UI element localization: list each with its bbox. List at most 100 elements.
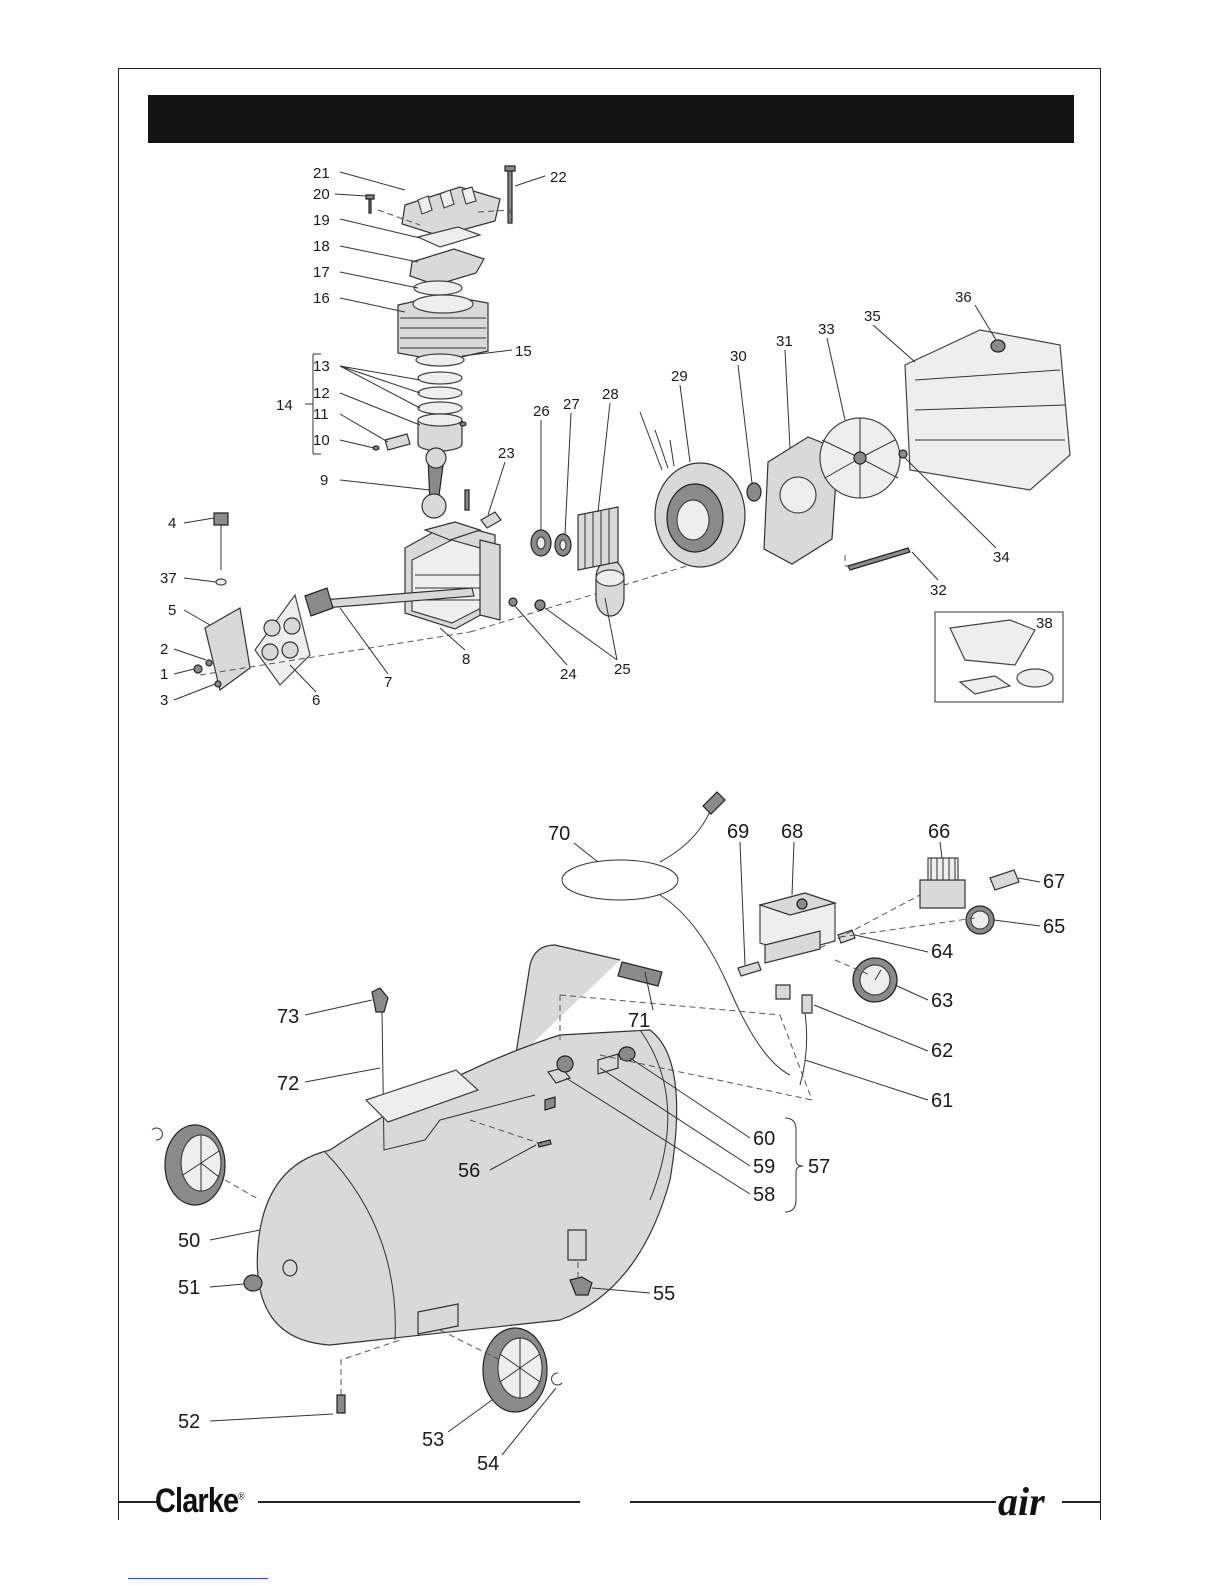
part-dipstick bbox=[214, 513, 228, 525]
label-17: 17 bbox=[313, 264, 330, 281]
switch-knob bbox=[797, 899, 807, 909]
part-end-gasket bbox=[255, 595, 310, 685]
part-screw bbox=[215, 681, 221, 687]
part-rotor bbox=[578, 507, 618, 570]
part-tank-plug bbox=[244, 1275, 262, 1291]
tank-boss bbox=[283, 1260, 297, 1276]
part-capacitor bbox=[596, 560, 624, 616]
label-34: 34 bbox=[993, 549, 1010, 566]
part-cap bbox=[991, 340, 1005, 352]
part-elbow bbox=[372, 988, 388, 1012]
label-13: 13 bbox=[313, 358, 330, 375]
label-67: 67 bbox=[1043, 871, 1065, 893]
label-15: 15 bbox=[515, 343, 532, 360]
clarke-logo: Clarke® bbox=[155, 1482, 244, 1521]
label-28: 28 bbox=[602, 386, 619, 403]
part-rear-bearing bbox=[747, 483, 761, 501]
label-6: 6 bbox=[312, 692, 320, 709]
part-washer bbox=[206, 660, 212, 666]
label-33: 33 bbox=[818, 321, 835, 338]
label-24: 24 bbox=[560, 666, 577, 683]
label-16: 16 bbox=[313, 290, 330, 307]
fan-hub bbox=[854, 452, 866, 464]
label-20: 20 bbox=[313, 186, 330, 203]
gasket-hole bbox=[284, 618, 300, 634]
label-9: 9 bbox=[320, 472, 328, 489]
crankcase-flange bbox=[480, 540, 500, 620]
part-piston-ring bbox=[418, 402, 462, 414]
label-70: 70 bbox=[548, 823, 570, 845]
label-14: 14 bbox=[276, 397, 293, 414]
gasket-set-ring bbox=[1017, 669, 1053, 687]
label-4: 4 bbox=[168, 515, 176, 532]
label-61: 61 bbox=[931, 1090, 953, 1112]
footer-rule-center-right bbox=[630, 1501, 996, 1503]
label-32: 32 bbox=[930, 582, 947, 599]
part-handle-grip bbox=[618, 962, 662, 986]
gasket-hole bbox=[282, 642, 298, 658]
part-valve-body bbox=[557, 1056, 573, 1072]
crank-web bbox=[305, 588, 333, 616]
part-power-cord bbox=[562, 860, 678, 900]
part-gasket bbox=[414, 281, 462, 295]
part-cylinder-o-ring bbox=[416, 354, 464, 366]
part-screw bbox=[465, 490, 469, 510]
label-58: 58 bbox=[753, 1184, 775, 1206]
part-piston-ring bbox=[418, 387, 462, 399]
label-31: 31 bbox=[776, 333, 793, 350]
footer-rule-center-left bbox=[258, 1501, 580, 1503]
gasket-hole bbox=[264, 620, 280, 636]
label-27: 27 bbox=[563, 396, 580, 413]
part-breather bbox=[481, 512, 501, 528]
part-cord-clamp bbox=[776, 985, 790, 999]
part-o-ring bbox=[216, 579, 226, 585]
piston-top bbox=[418, 414, 462, 426]
stator-bore bbox=[677, 500, 709, 540]
part-coupling bbox=[990, 870, 1019, 890]
bottom-link-underline[interactable] bbox=[128, 1578, 268, 1579]
part-regulator bbox=[920, 880, 965, 908]
tank-assembly bbox=[152, 792, 1019, 1413]
air-logo: air bbox=[998, 1478, 1045, 1525]
label-38: 38 bbox=[1036, 615, 1053, 632]
part-wheel-clip bbox=[552, 1373, 562, 1385]
label-29: 29 bbox=[671, 368, 688, 385]
label-51: 51 bbox=[178, 1277, 200, 1299]
label-57: 57 bbox=[808, 1156, 830, 1178]
label-60: 60 bbox=[753, 1128, 775, 1150]
part-screw bbox=[194, 665, 202, 673]
label-26: 26 bbox=[533, 403, 550, 420]
part-gudgeon-pin bbox=[385, 434, 410, 450]
part-foot-stud bbox=[337, 1395, 345, 1413]
part-plug bbox=[703, 792, 725, 814]
label-65: 65 bbox=[1043, 916, 1065, 938]
part-piston-ring bbox=[418, 372, 462, 384]
cylinder-bore bbox=[413, 295, 473, 313]
label-30: 30 bbox=[730, 348, 747, 365]
footer-rule-right bbox=[1062, 1501, 1101, 1503]
part-nut bbox=[545, 1097, 555, 1110]
part-through-bolt bbox=[848, 548, 910, 570]
stator-wires bbox=[640, 412, 674, 470]
part-end-cover bbox=[205, 608, 250, 690]
bracket-hub bbox=[780, 477, 816, 513]
label-11: 11 bbox=[313, 406, 329, 423]
part-circlip bbox=[460, 422, 466, 426]
part-fan-nut bbox=[899, 450, 907, 458]
label-19: 19 bbox=[313, 212, 330, 229]
label-68: 68 bbox=[781, 821, 803, 843]
label-8: 8 bbox=[462, 651, 470, 668]
label-52: 52 bbox=[178, 1411, 200, 1433]
label-62: 62 bbox=[931, 1040, 953, 1062]
seal-bore bbox=[560, 540, 566, 550]
label-63: 63 bbox=[931, 990, 953, 1012]
label-37: 37 bbox=[160, 570, 177, 587]
label-59: 59 bbox=[753, 1156, 775, 1178]
label-73: 73 bbox=[277, 1006, 299, 1028]
label-56: 56 bbox=[458, 1160, 480, 1182]
part-valve-cap bbox=[619, 1047, 635, 1061]
label-25: 25 bbox=[614, 661, 631, 678]
label-36: 36 bbox=[955, 289, 972, 306]
tank-drain-boss bbox=[568, 1230, 586, 1260]
